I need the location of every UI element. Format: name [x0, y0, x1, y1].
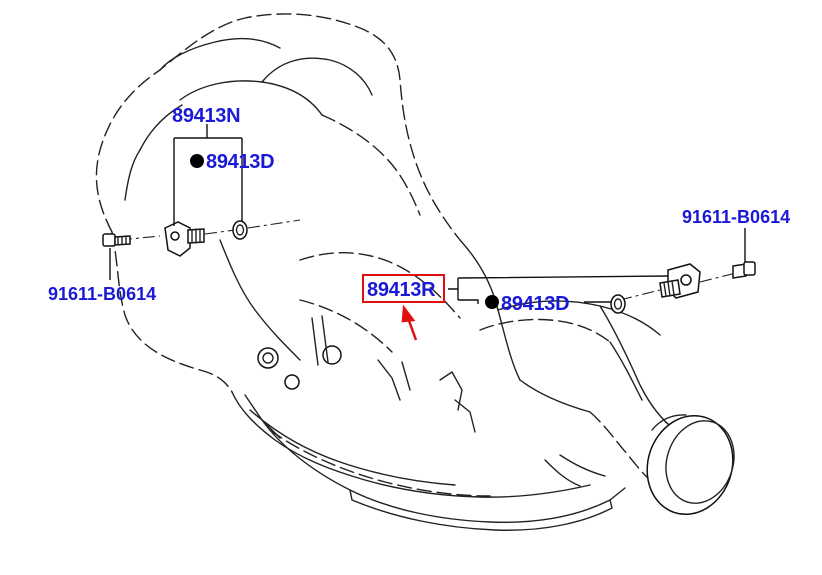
- left-bolt-part: [102, 233, 131, 247]
- lower-speed-sensor-assembly: [448, 228, 756, 314]
- callout-right-bolt[interactable]: 91611-B0614: [682, 207, 790, 227]
- callout-left-bolt[interactable]: 91611-B0614: [48, 284, 156, 304]
- callout-lower-o-ring[interactable]: 89413D: [501, 293, 570, 315]
- bullet-dot: [485, 295, 499, 309]
- upper-speed-sensor-assembly: [102, 124, 301, 280]
- highlighted-speed-sensor-part: [659, 263, 701, 299]
- right-bolt-part: [732, 261, 756, 279]
- highlight-box: [362, 274, 445, 303]
- upper-o-ring-part: [232, 220, 248, 240]
- red-arrow-icon: [401, 304, 418, 341]
- callout-upper-o-ring[interactable]: 89413D: [206, 151, 275, 173]
- callout-upper-speed-sensor[interactable]: 89413N: [172, 105, 241, 127]
- transmission-housing: [95, 13, 735, 531]
- upper-speed-sensor-part: [164, 221, 205, 257]
- callout-highlighted-speed-sensor[interactable]: 89413R: [367, 279, 436, 301]
- lower-o-ring-part: [610, 294, 626, 314]
- bullet-dot: [190, 154, 204, 168]
